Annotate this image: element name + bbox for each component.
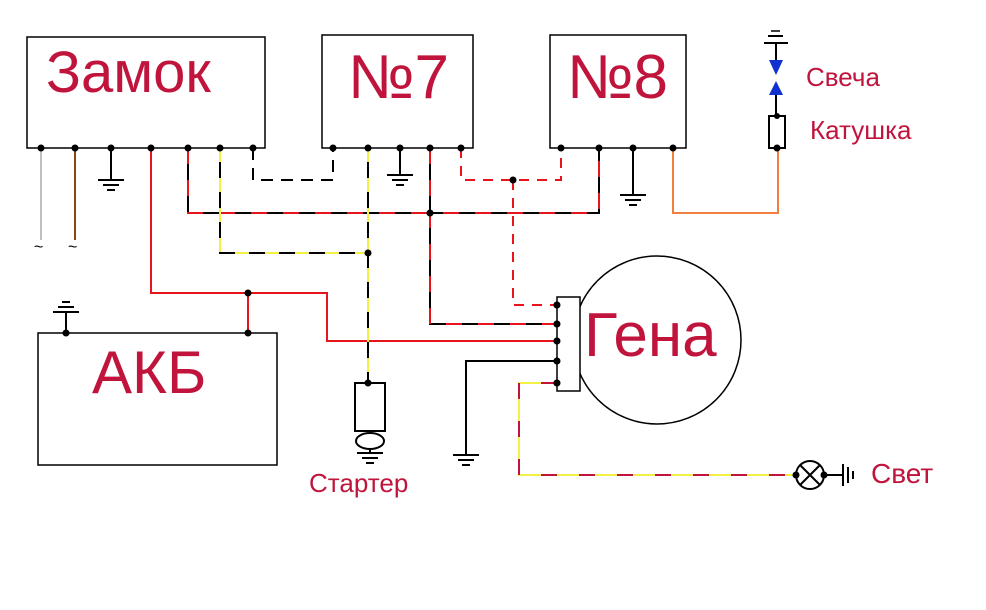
- battery-ground-icon: [52, 301, 80, 313]
- coil-icon: [768, 113, 786, 152]
- wire-ground-gen: [465, 360, 557, 455]
- lamp-icon: [792, 460, 854, 490]
- lock-box: [26, 36, 266, 149]
- battery-box: [37, 332, 278, 466]
- starter-icon: [354, 382, 386, 432]
- ground-icon: [356, 452, 384, 464]
- ground-icon: [97, 179, 125, 191]
- ac-label-2: ~: [68, 239, 77, 256]
- ac-label-1: ~: [34, 239, 43, 256]
- starter-label: Стартер: [309, 468, 408, 498]
- spark-plug-icon: [764, 30, 788, 116]
- lock-label: Замок: [46, 40, 211, 105]
- ground-icon: [619, 194, 647, 206]
- wire-black-yellow: [219, 148, 369, 383]
- ground-icon: [386, 174, 414, 186]
- relay8-label: №8: [567, 43, 668, 112]
- generator-label: Гена: [584, 301, 717, 370]
- wire-red-battery: [150, 148, 557, 342]
- wire-red-dashed-gen: [512, 180, 557, 306]
- generator-connector: [556, 296, 581, 392]
- light-label: Свет: [871, 458, 933, 489]
- wire-orange: [672, 148, 779, 214]
- spark-plug-label: Свеча: [806, 62, 880, 92]
- ground-icon: [452, 454, 480, 466]
- wire-yellow-red: [518, 382, 796, 476]
- battery-label: АКБ: [92, 339, 206, 406]
- relay7-label: №7: [348, 43, 449, 112]
- wire-black-dashed: [252, 148, 334, 181]
- wire-red-dashed: [460, 148, 562, 181]
- coil-label: Катушка: [810, 115, 912, 145]
- relay8-box: [549, 34, 687, 149]
- wire-black-red: [187, 148, 600, 325]
